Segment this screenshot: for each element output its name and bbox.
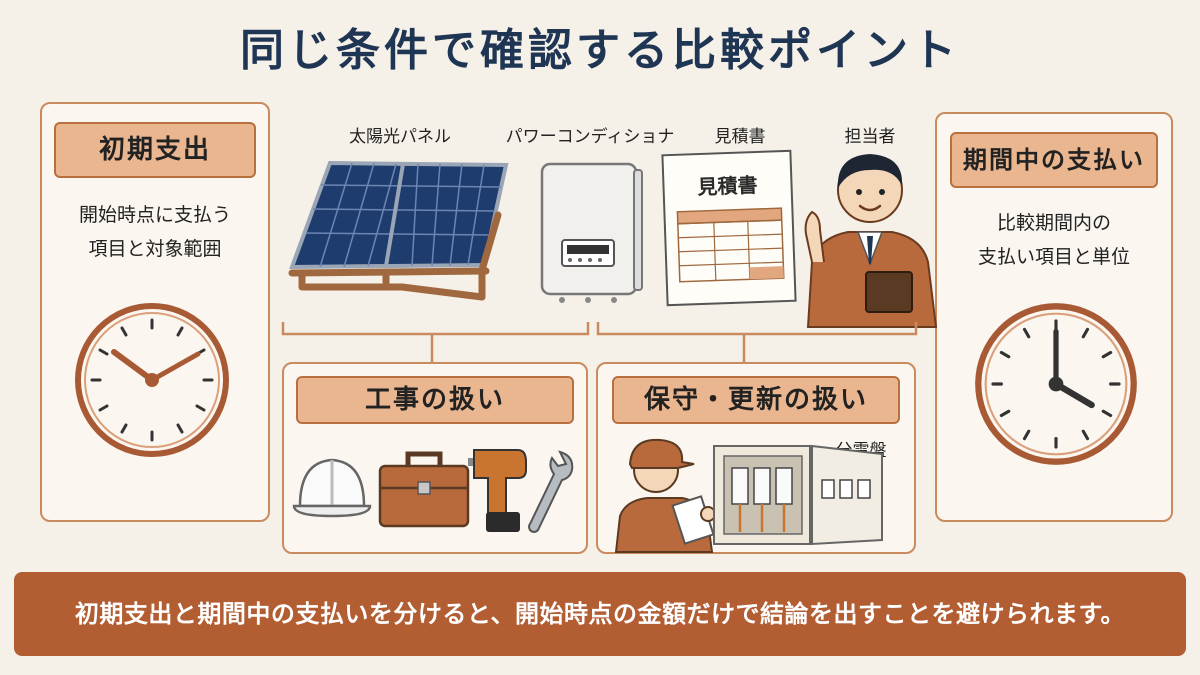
solar-panel-label: 太陽光パネル xyxy=(349,127,451,147)
worker-icon xyxy=(614,438,716,553)
drill-icon xyxy=(468,449,527,532)
helmet-icon xyxy=(292,458,372,518)
solar-panel-icon xyxy=(288,160,509,301)
period-payment-tag: 期間中の支払い xyxy=(950,132,1158,188)
staff-label: 担当者 xyxy=(844,127,896,147)
power-conditioner-icon xyxy=(540,162,643,303)
construction-tag: 工事の扱い xyxy=(296,376,574,424)
clock-icon-right xyxy=(975,303,1137,465)
distribution-board-icon xyxy=(713,444,883,546)
page-title: 同じ条件で確認する比較ポイント xyxy=(240,25,960,76)
wrench-icon xyxy=(528,450,574,533)
estimate-table-icon xyxy=(676,207,785,283)
period-payment-desc-line1: 比較期間内の xyxy=(996,212,1111,234)
maintenance-tag: 保守・更新の扱い xyxy=(612,376,900,424)
summary-banner: 初期支出と期間中の支払いを分けると、開始時点の金額だけで結論を出すことを避けられ… xyxy=(14,572,1186,656)
initial-cost-tag: 初期支出 xyxy=(54,122,256,178)
toolbox-icon xyxy=(378,451,470,528)
clock-icon-left xyxy=(75,303,229,457)
initial-cost-desc-line1: 開始時点に支払う xyxy=(78,204,231,226)
estimate-document: 見積書 xyxy=(661,149,797,307)
initial-cost-desc-line2: 項目と対象範囲 xyxy=(88,238,222,260)
estimate-label: 見積書 xyxy=(714,127,766,147)
power-conditioner-label: パワーコンディショナ xyxy=(505,127,675,147)
staff-icon xyxy=(804,154,938,328)
connector-lines xyxy=(281,322,918,362)
period-payment-desc-line2: 支払い項目と単位 xyxy=(977,246,1130,268)
